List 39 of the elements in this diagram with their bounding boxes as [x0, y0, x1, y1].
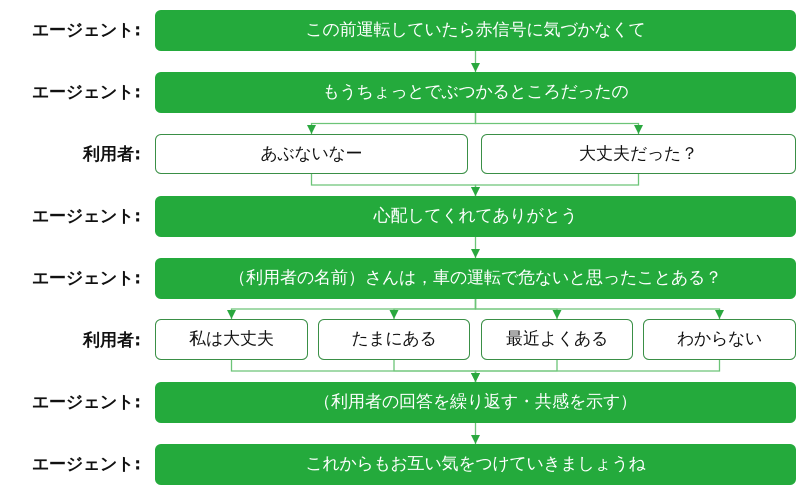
connector-arrow [471, 360, 720, 382]
utterance-text: わからない [677, 329, 762, 350]
user-response-box [155, 134, 468, 174]
agent-utterance-box [155, 382, 796, 423]
agent-utterance-box [155, 258, 796, 299]
utterance-text: もうちょっとでぶつかるところだったの [322, 82, 628, 103]
connector-arrow [474, 299, 724, 319]
utterance-text: 大丈夫だった？ [579, 144, 698, 164]
utterance-text: 最近よくある [506, 329, 608, 350]
connector-arrow [471, 174, 640, 196]
speaker-label: エージェント: [32, 82, 141, 104]
speaker-label: エージェント: [32, 206, 141, 228]
connector-arrow [471, 51, 480, 72]
speaker-label: エージェント: [32, 20, 141, 42]
connector-arrow [471, 423, 480, 444]
speaker-label: 利用者: [83, 144, 141, 166]
speaker-label: 利用者: [83, 330, 141, 352]
speaker-label: エージェント: [32, 392, 141, 414]
agent-utterance-box [155, 196, 796, 237]
utterance-text: （利用者の名前）さんは，車の運転で危ないと思ったことある？ [229, 268, 722, 289]
agent-utterance-box [155, 10, 796, 51]
utterance-text: （利用者の回答を繰り返す・共感を示す） [314, 392, 637, 413]
utterance-text: この前運転していたら赤信号に気づかなくて [306, 20, 646, 41]
speaker-label: エージェント: [32, 268, 141, 290]
connector-arrow [471, 237, 480, 258]
utterance-text: これからもお互い気をつけていきましょうね [306, 454, 646, 475]
utterance-text: 心配してくれてありがとう [374, 206, 578, 227]
user-response-box [481, 134, 796, 174]
connector-arrow [474, 113, 643, 134]
utterance-text: たまにある [352, 329, 436, 350]
agent-utterance-box [155, 444, 796, 485]
agent-utterance-box [155, 72, 796, 113]
user-response-box [643, 319, 796, 360]
user-response-box [318, 319, 470, 360]
user-response-box [155, 319, 308, 360]
utterance-text: 私は大丈夫 [189, 329, 274, 350]
user-response-box [481, 319, 633, 360]
utterance-text: あぶないなー [260, 144, 362, 164]
speaker-label: エージェント: [32, 454, 141, 476]
